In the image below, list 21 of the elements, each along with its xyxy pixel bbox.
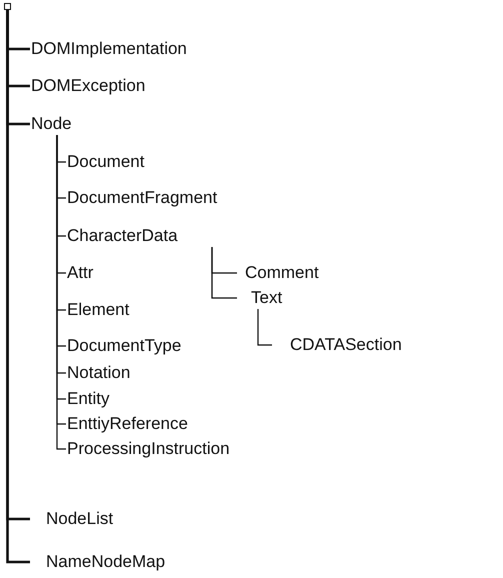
interface-name: DOMImplementation [30, 38, 187, 60]
interface-name: CDATASection [272, 334, 402, 356]
interface-name: DocumentFragment [66, 187, 218, 209]
interface-name: Document [66, 151, 144, 173]
interface-name: Node [30, 113, 72, 135]
interface-name: CharacterData [66, 225, 178, 247]
interface-name: NameNodeMap [30, 551, 166, 573]
interface-name: ProcessingInstruction [66, 438, 230, 460]
interface-name: DOMException [30, 75, 146, 97]
interface-name: Notation [66, 362, 130, 384]
tree-connector [211, 247, 237, 299]
interface-name: Text [237, 287, 282, 309]
interface-name: Element [66, 299, 130, 321]
interface-name: Attr [66, 262, 94, 284]
interface-name: DocumentType [66, 335, 182, 357]
interface-name: Comment [237, 262, 319, 284]
root-square [4, 3, 11, 10]
interface-name: NodeList [30, 508, 114, 530]
interface-name: EnttiyReference [66, 413, 188, 435]
interface-name: Entity [66, 388, 110, 410]
tree-connector [257, 309, 272, 346]
